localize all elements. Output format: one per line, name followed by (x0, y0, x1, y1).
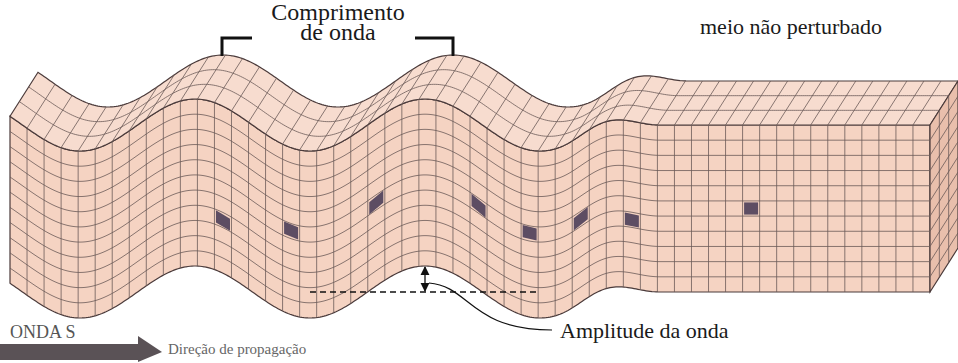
marker-cell (472, 194, 486, 218)
top-face (10, 55, 958, 151)
amplitude-arrow (424, 267, 425, 291)
leader-line (429, 283, 552, 330)
amplitude-label: Amplitude da onda (560, 318, 729, 343)
rest-line (310, 291, 540, 293)
marker-cell (625, 213, 639, 228)
marker-cell (369, 191, 383, 215)
direction-label: Direção de propagação (168, 341, 306, 358)
grid-lines (10, 55, 958, 318)
medium-label: meio não perturbado (700, 14, 882, 39)
marker-cell (216, 210, 230, 230)
marker-cell (523, 225, 537, 241)
side-face (930, 81, 958, 292)
wavelength-label: Comprimento de onda (258, 2, 418, 42)
bracket (415, 38, 453, 56)
marker-cell (284, 221, 298, 239)
bracket (222, 38, 252, 56)
marker-cell (744, 202, 758, 214)
wave-type-label: ONDA S (10, 322, 76, 343)
marker-cell (574, 207, 588, 230)
front-face (10, 99, 930, 318)
